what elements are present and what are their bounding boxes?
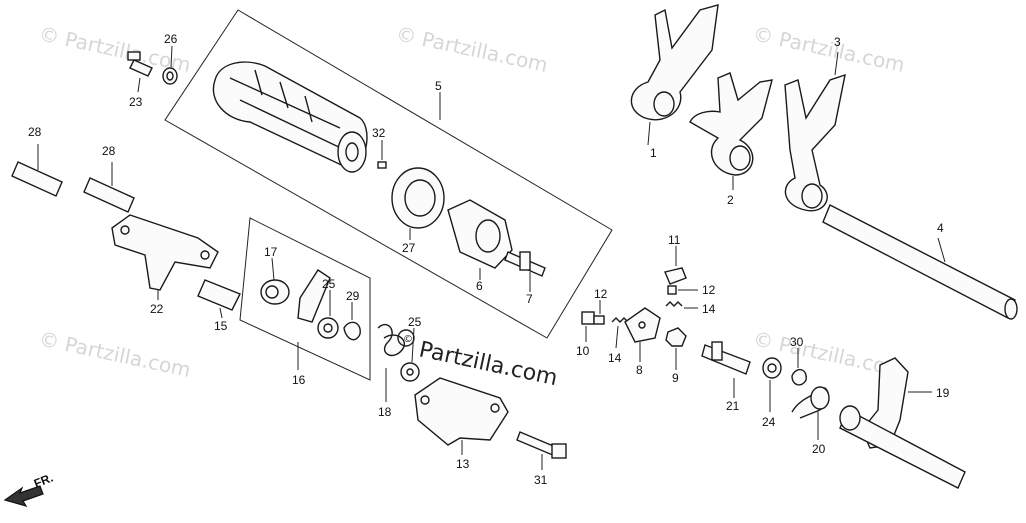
callout-23: 23 [129,95,143,109]
callout-24: 24 [762,415,776,429]
group-box-16 [239,217,371,381]
part-21-pivot-bolt [701,341,751,398]
front-direction-arrow: FR. [3,471,55,507]
part-29-clip [343,302,361,341]
part-27-bearing [391,167,445,240]
watermark-3: © Partzilla.com [751,21,907,77]
callout-1: 1 [650,146,657,160]
part-13-guide-plate [414,377,509,455]
part-17-roller [260,257,290,305]
callout-25-lower: 25 [408,315,422,329]
callout-17: 17 [264,245,278,259]
callout-14-left: 14 [608,351,622,365]
part-3-shift-fork [784,51,846,212]
part-9-nut [665,327,687,370]
callout-4: 4 [937,221,944,235]
part-7-bolt [504,251,546,292]
callout-25-upper: 25 [322,277,336,291]
callout-20: 20 [812,442,826,456]
partzilla-logo: © Partzilla.com [397,329,560,391]
part-2-shift-fork [689,72,773,190]
part-22-plate [111,214,219,300]
part-32-pin [377,140,387,169]
callout-15: 15 [214,319,228,333]
part-15-collar [197,279,241,319]
callout-12-left: 12 [594,287,608,301]
callout-18: 18 [378,405,392,419]
callout-31: 31 [534,473,548,487]
callout-21: 21 [726,399,740,413]
part-12-pin-left [593,300,605,325]
part-16-stopper-arm [297,269,331,323]
front-label: FR. [32,471,55,491]
watermark-4: © Partzilla.com [37,326,193,382]
part-14-spring-left [611,317,629,349]
part-25-washer-upper [317,290,339,339]
part-23-sensor [127,51,153,93]
callout-11: 11 [668,233,681,247]
part-1-shift-fork [630,4,719,146]
callout-22: 22 [150,302,164,316]
part-28-dowel-left [11,144,63,197]
callout-28-right: 28 [102,144,116,158]
callout-14-right: 14 [702,302,716,316]
callout-29: 29 [346,289,360,303]
part-10-pin [581,311,595,342]
callout-7: 7 [526,292,533,306]
callout-2: 2 [727,193,734,207]
part-26-washer [162,45,178,85]
callout-26: 26 [164,32,178,46]
svg-text:©: © [403,334,413,345]
callout-16: 16 [292,373,306,387]
callout-3: 3 [834,35,841,49]
part-19-shift-spindle [839,357,966,489]
callout-10: 10 [576,344,590,358]
group-box-5 [164,9,613,339]
part-30-clip [791,348,807,386]
callout-9: 9 [672,371,679,385]
part-20-spring [791,386,830,440]
part-5-shift-drum [212,61,441,173]
part-14-spring-right [665,301,698,309]
callout-numbers: 1 2 3 4 5 6 7 8 9 10 11 12 12 13 14 14 1… [28,32,950,487]
callout-12-right: 12 [702,283,716,297]
callout-32: 32 [372,126,386,140]
part-8-plate [624,307,661,362]
part-11-pawl [664,246,687,285]
part-18-spring [377,323,405,402]
part-12-pin-right [667,285,698,295]
watermark-2: © Partzilla.com [394,21,550,77]
callout-30: 30 [790,335,804,349]
part-6-drum-center [447,199,513,280]
part-31-bolt [516,431,567,470]
part-4-fork-shaft [822,204,1018,320]
callout-28-left: 28 [28,125,42,139]
callout-8: 8 [636,363,643,377]
callout-27: 27 [402,241,416,255]
callout-5: 5 [435,79,442,93]
callout-19: 19 [936,386,950,400]
callout-6: 6 [476,279,483,293]
part-24-washer [762,357,782,412]
part-28-dowel-right [83,162,135,213]
part-25-washer-lower [400,327,420,382]
callout-13: 13 [456,457,470,471]
